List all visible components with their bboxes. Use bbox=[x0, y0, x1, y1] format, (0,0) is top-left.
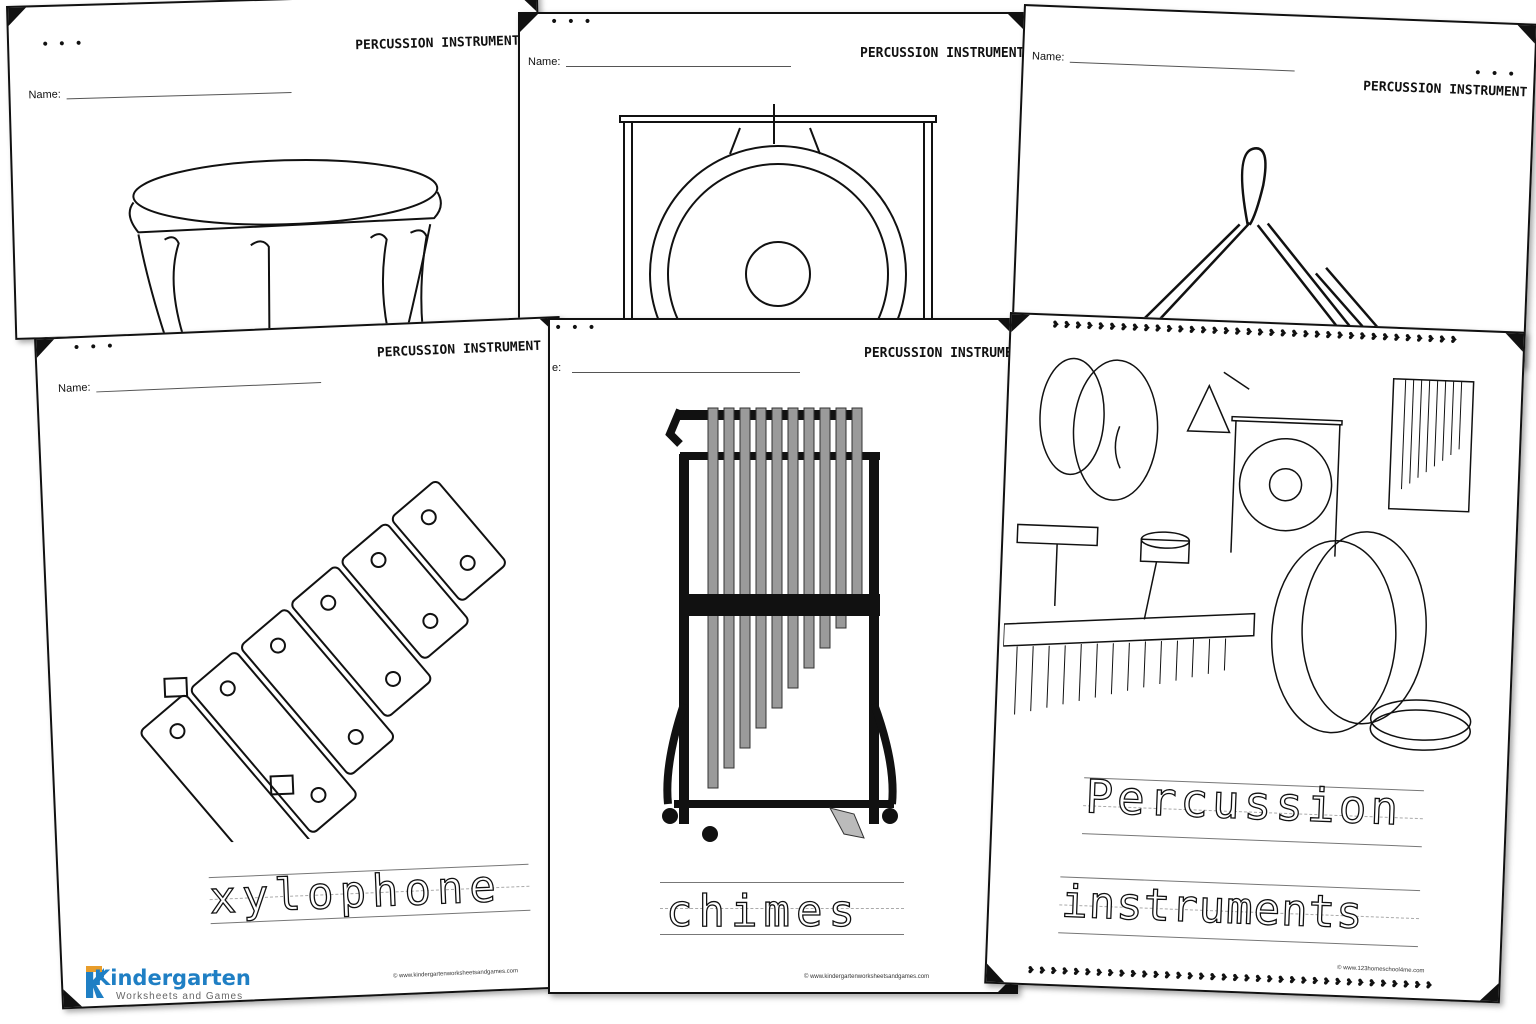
drum-illustration bbox=[128, 159, 442, 340]
trace-word-line-1: Percussion bbox=[1084, 769, 1404, 836]
xylophone-illustration bbox=[140, 480, 506, 849]
name-line bbox=[572, 372, 800, 373]
name-label: Name: bbox=[1031, 50, 1065, 64]
name-label: Name: bbox=[28, 88, 62, 102]
decorative-dots: • • • bbox=[1473, 65, 1518, 83]
worksheet-gong: • • • PERCUSSION INSTRUMENT Name: bbox=[518, 12, 1028, 326]
name-line bbox=[566, 66, 791, 67]
worksheet-triangle: • • • PERCUSSION INSTRUMENT Name: bbox=[1010, 4, 1536, 368]
corner-decoration bbox=[984, 961, 1008, 985]
name-label: Name: bbox=[528, 56, 561, 68]
name-line bbox=[1069, 61, 1295, 72]
worksheet-cover: ❥❥❥❥❥❥❥❥❥❥❥❥❥❥❥❥❥❥❥❥❥❥❥❥❥❥❥❥❥❥❥❥❥❥❥❥ ❥❥❥… bbox=[984, 312, 1526, 1004]
corner-decoration bbox=[6, 5, 29, 28]
logo-name: Kindergarten bbox=[94, 966, 251, 990]
name-line bbox=[66, 92, 292, 100]
corner-decoration bbox=[61, 986, 85, 1010]
writing-guide-line bbox=[660, 882, 904, 883]
gong-illustration bbox=[619, 104, 937, 324]
corner-decoration bbox=[1006, 14, 1026, 34]
chimes-illustration bbox=[662, 407, 898, 842]
writing-guide-line bbox=[1058, 932, 1418, 948]
decorative-dots: • • • bbox=[550, 14, 594, 30]
worksheet-title: PERCUSSION INSTRUMENT bbox=[355, 33, 520, 54]
pencil-icon bbox=[86, 966, 102, 972]
writing-guide-line bbox=[660, 908, 904, 909]
decorative-dots: • • • bbox=[40, 35, 85, 54]
corner-decoration bbox=[1502, 330, 1526, 354]
trace-word: chimes bbox=[665, 885, 861, 937]
name-label: e: bbox=[552, 362, 562, 374]
decorative-dots: • • • bbox=[72, 338, 117, 357]
corner-decoration bbox=[1009, 312, 1032, 335]
worksheet-chimes: • • • PERCUSSION INSTRUMENT e: bbox=[548, 318, 1018, 994]
copyright-url: © www.kindergartenworksheetsandgames.com bbox=[392, 968, 519, 980]
worksheet-title: PERCUSSION INSTRUMENT bbox=[376, 338, 542, 361]
writing-guide-line bbox=[660, 934, 904, 935]
worksheet-xylophone: • • • PERCUSSION INSTRUMENT Name: bbox=[34, 315, 588, 1010]
writing-guide-line bbox=[1082, 833, 1422, 848]
kindergarten-logo: Kindergarten Worksheets and Games bbox=[86, 966, 251, 1010]
corner-decoration bbox=[34, 337, 57, 360]
name-line bbox=[96, 382, 322, 393]
trace-word-line-2: instruments bbox=[1060, 876, 1365, 940]
worksheet-drum: • • • PERCUSSION INSTRUMENT Name: bbox=[6, 0, 548, 340]
copyright-url: © www.kindergartenworksheetsandgames.com bbox=[804, 974, 930, 980]
worksheet-title: PERCUSSION INSTRUMENT bbox=[860, 46, 1025, 61]
worksheet-title: PERCUSSION INSTRUMENT bbox=[864, 346, 1018, 361]
name-label: Name: bbox=[57, 381, 91, 396]
decorative-dots: • • • bbox=[554, 320, 598, 336]
corner-decoration bbox=[520, 14, 540, 34]
copyright-url: © www.123homeschool4me.com bbox=[1336, 965, 1425, 975]
percussion-collage-illustration bbox=[1002, 357, 1475, 751]
corner-decoration bbox=[1514, 22, 1536, 46]
corner-decoration bbox=[1477, 980, 1501, 1004]
logo-tagline: Worksheets and Games bbox=[116, 991, 244, 1002]
trace-word: xylophone bbox=[208, 860, 504, 925]
